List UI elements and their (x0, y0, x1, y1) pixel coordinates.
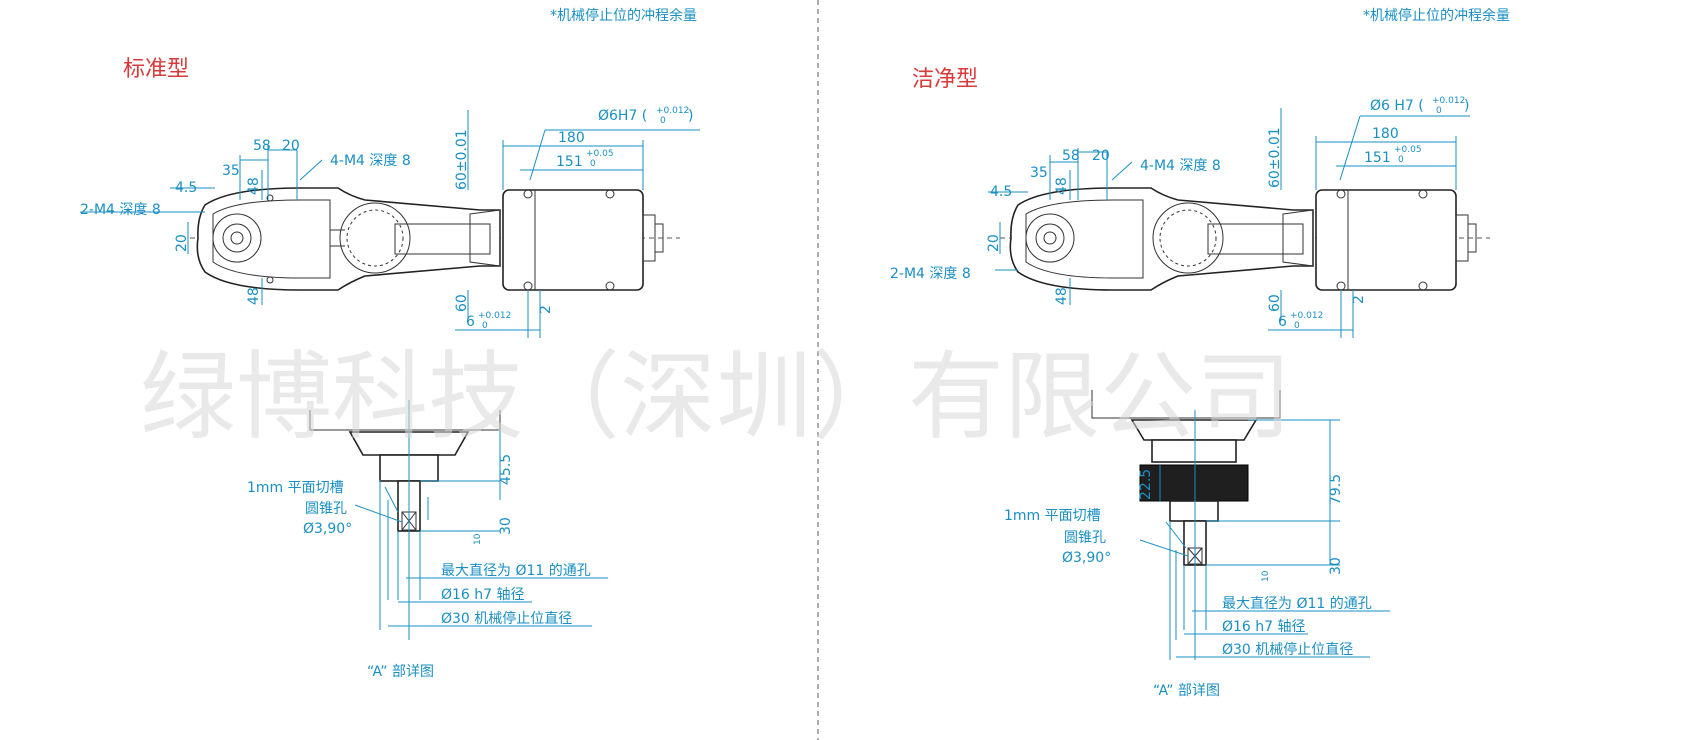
dim-hole: Ø6 H7 ( (1370, 98, 1424, 114)
dim-60-tol: 60±0.01 (454, 129, 470, 190)
tol-6-low: 0 (482, 321, 488, 331)
tol-6-up: +0.012 (1290, 311, 1323, 321)
tol-151-up: +0.05 (586, 149, 614, 159)
right-detail-labels: 22.5 79.5 30 10 1mm 平面切槽 圆锥孔 Ø3,90° 最大直径… (1004, 469, 1372, 699)
dim-2: 2 (538, 305, 554, 314)
tol-6-low: 0 (1294, 321, 1300, 331)
dim-4-5: 4.5 (175, 180, 197, 196)
right-top-labels: 35 58 20 4.5 4-M4 深度 8 2-M4 深度 8 48 20 4… (890, 96, 1469, 331)
left-detail-a (309, 400, 608, 640)
left-detail-labels: 45.5 30 10 1mm 平面切槽 圆锥孔 Ø3,90° 最大直径为 Ø11… (247, 454, 591, 680)
right-header-note: *机械停止位的冲程余量 (1363, 7, 1510, 24)
tol-6-up: +0.012 (478, 311, 511, 321)
right-top-dimensions (988, 108, 1470, 338)
dim-hole: Ø6H7 ( (598, 108, 647, 124)
label-shaft: Ø16 h7 轴径 (1222, 619, 1306, 635)
dim-10: 10 (473, 533, 483, 545)
left-top-dimensions (80, 110, 700, 338)
dim-35: 35 (1030, 165, 1048, 181)
dim-hole-close: ) (688, 108, 693, 124)
dim-2: 2 (1351, 295, 1367, 304)
tol-hole-low: 0 (1436, 106, 1442, 116)
dim-4-5: 4.5 (990, 184, 1012, 200)
tap-4-m4: 4-M4 深度 8 (330, 153, 411, 169)
dim-hole-close: ) (1464, 98, 1469, 114)
dim-6: 6 (1278, 314, 1287, 330)
dim-60: 60 (1267, 294, 1283, 312)
left-header-note: *机械停止位的冲程余量 (550, 7, 697, 24)
dim-48-top: 48 (1054, 177, 1070, 195)
dim-20-side: 20 (174, 234, 190, 252)
dim-10: 10 (1261, 570, 1271, 582)
watermark: 绿博科技（深圳）有限公司 (140, 341, 1292, 453)
right-detail-a (1091, 390, 1390, 660)
dim-60: 60 (454, 294, 470, 312)
dim-20: 20 (282, 138, 300, 154)
dim-48-bottom: 48 (1054, 287, 1070, 305)
dim-35: 35 (222, 163, 240, 179)
dim-58: 58 (1062, 148, 1080, 164)
label-cone-hole: 圆锥孔 (1064, 530, 1106, 546)
dim-151: 151 (556, 154, 583, 170)
label-cone-hole: 圆锥孔 (305, 501, 347, 517)
left-section-title: 标准型 (123, 57, 189, 82)
dim-20: 20 (1092, 148, 1110, 164)
detail-caption: “A” 部详图 (367, 664, 434, 680)
dim-20-side: 20 (986, 234, 1002, 252)
label-shaft: Ø16 h7 轴径 (441, 587, 525, 603)
left-top-labels: 35 58 20 4.5 4-M4 深度 8 2-M4 深度 8 48 20 4… (80, 106, 693, 331)
tap-2-m4: 2-M4 深度 8 (890, 266, 971, 282)
label-stop: Ø30 机械停止位直径 (1222, 641, 1353, 658)
tol-151-low: 0 (590, 159, 596, 169)
label-slot: 1mm 平面切槽 (1004, 508, 1101, 524)
tol-151-up: +0.05 (1394, 145, 1422, 155)
dim-58: 58 (253, 138, 271, 154)
left-robot-top-view (190, 187, 680, 291)
detail-caption: “A” 部详图 (1153, 683, 1220, 699)
dim-151: 151 (1364, 150, 1391, 166)
tap-2-m4: 2-M4 深度 8 (80, 202, 161, 218)
dim-180: 180 (1372, 126, 1399, 142)
tap-4-m4: 4-M4 深度 8 (1140, 158, 1221, 174)
dim-180: 180 (558, 130, 585, 146)
dim-79-5: 79.5 (1328, 474, 1344, 505)
tol-hole-low: 0 (660, 116, 666, 126)
label-cone-spec: Ø3,90° (303, 521, 352, 537)
dim-60-tol: 60±0.01 (1267, 127, 1283, 188)
label-stop: Ø30 机械停止位直径 (441, 610, 572, 627)
dim-6: 6 (466, 314, 475, 330)
dim-45-5: 45.5 (498, 454, 514, 485)
dim-48-bottom: 48 (246, 287, 262, 305)
right-section-title: 洁净型 (912, 67, 978, 92)
dim-48-top: 48 (246, 177, 262, 195)
dim-30: 30 (1328, 557, 1344, 575)
right-panel: *机械停止位的冲程余量 洁净型 (890, 7, 1510, 699)
right-robot-top-view (1000, 187, 1490, 291)
tol-hole-up: +0.012 (656, 106, 689, 116)
label-through-hole: 最大直径为 Ø11 的通孔 (441, 562, 591, 579)
tol-hole-up: +0.012 (1432, 96, 1465, 106)
left-panel: *机械停止位的冲程余量 标准型 (80, 7, 700, 680)
dim-22-5: 22.5 (1138, 469, 1154, 500)
label-cone-spec: Ø3,90° (1062, 550, 1111, 566)
tol-151-low: 0 (1398, 155, 1404, 165)
label-through-hole: 最大直径为 Ø11 的通孔 (1222, 595, 1372, 612)
dim-30: 30 (498, 517, 514, 535)
label-slot: 1mm 平面切槽 (247, 480, 344, 496)
